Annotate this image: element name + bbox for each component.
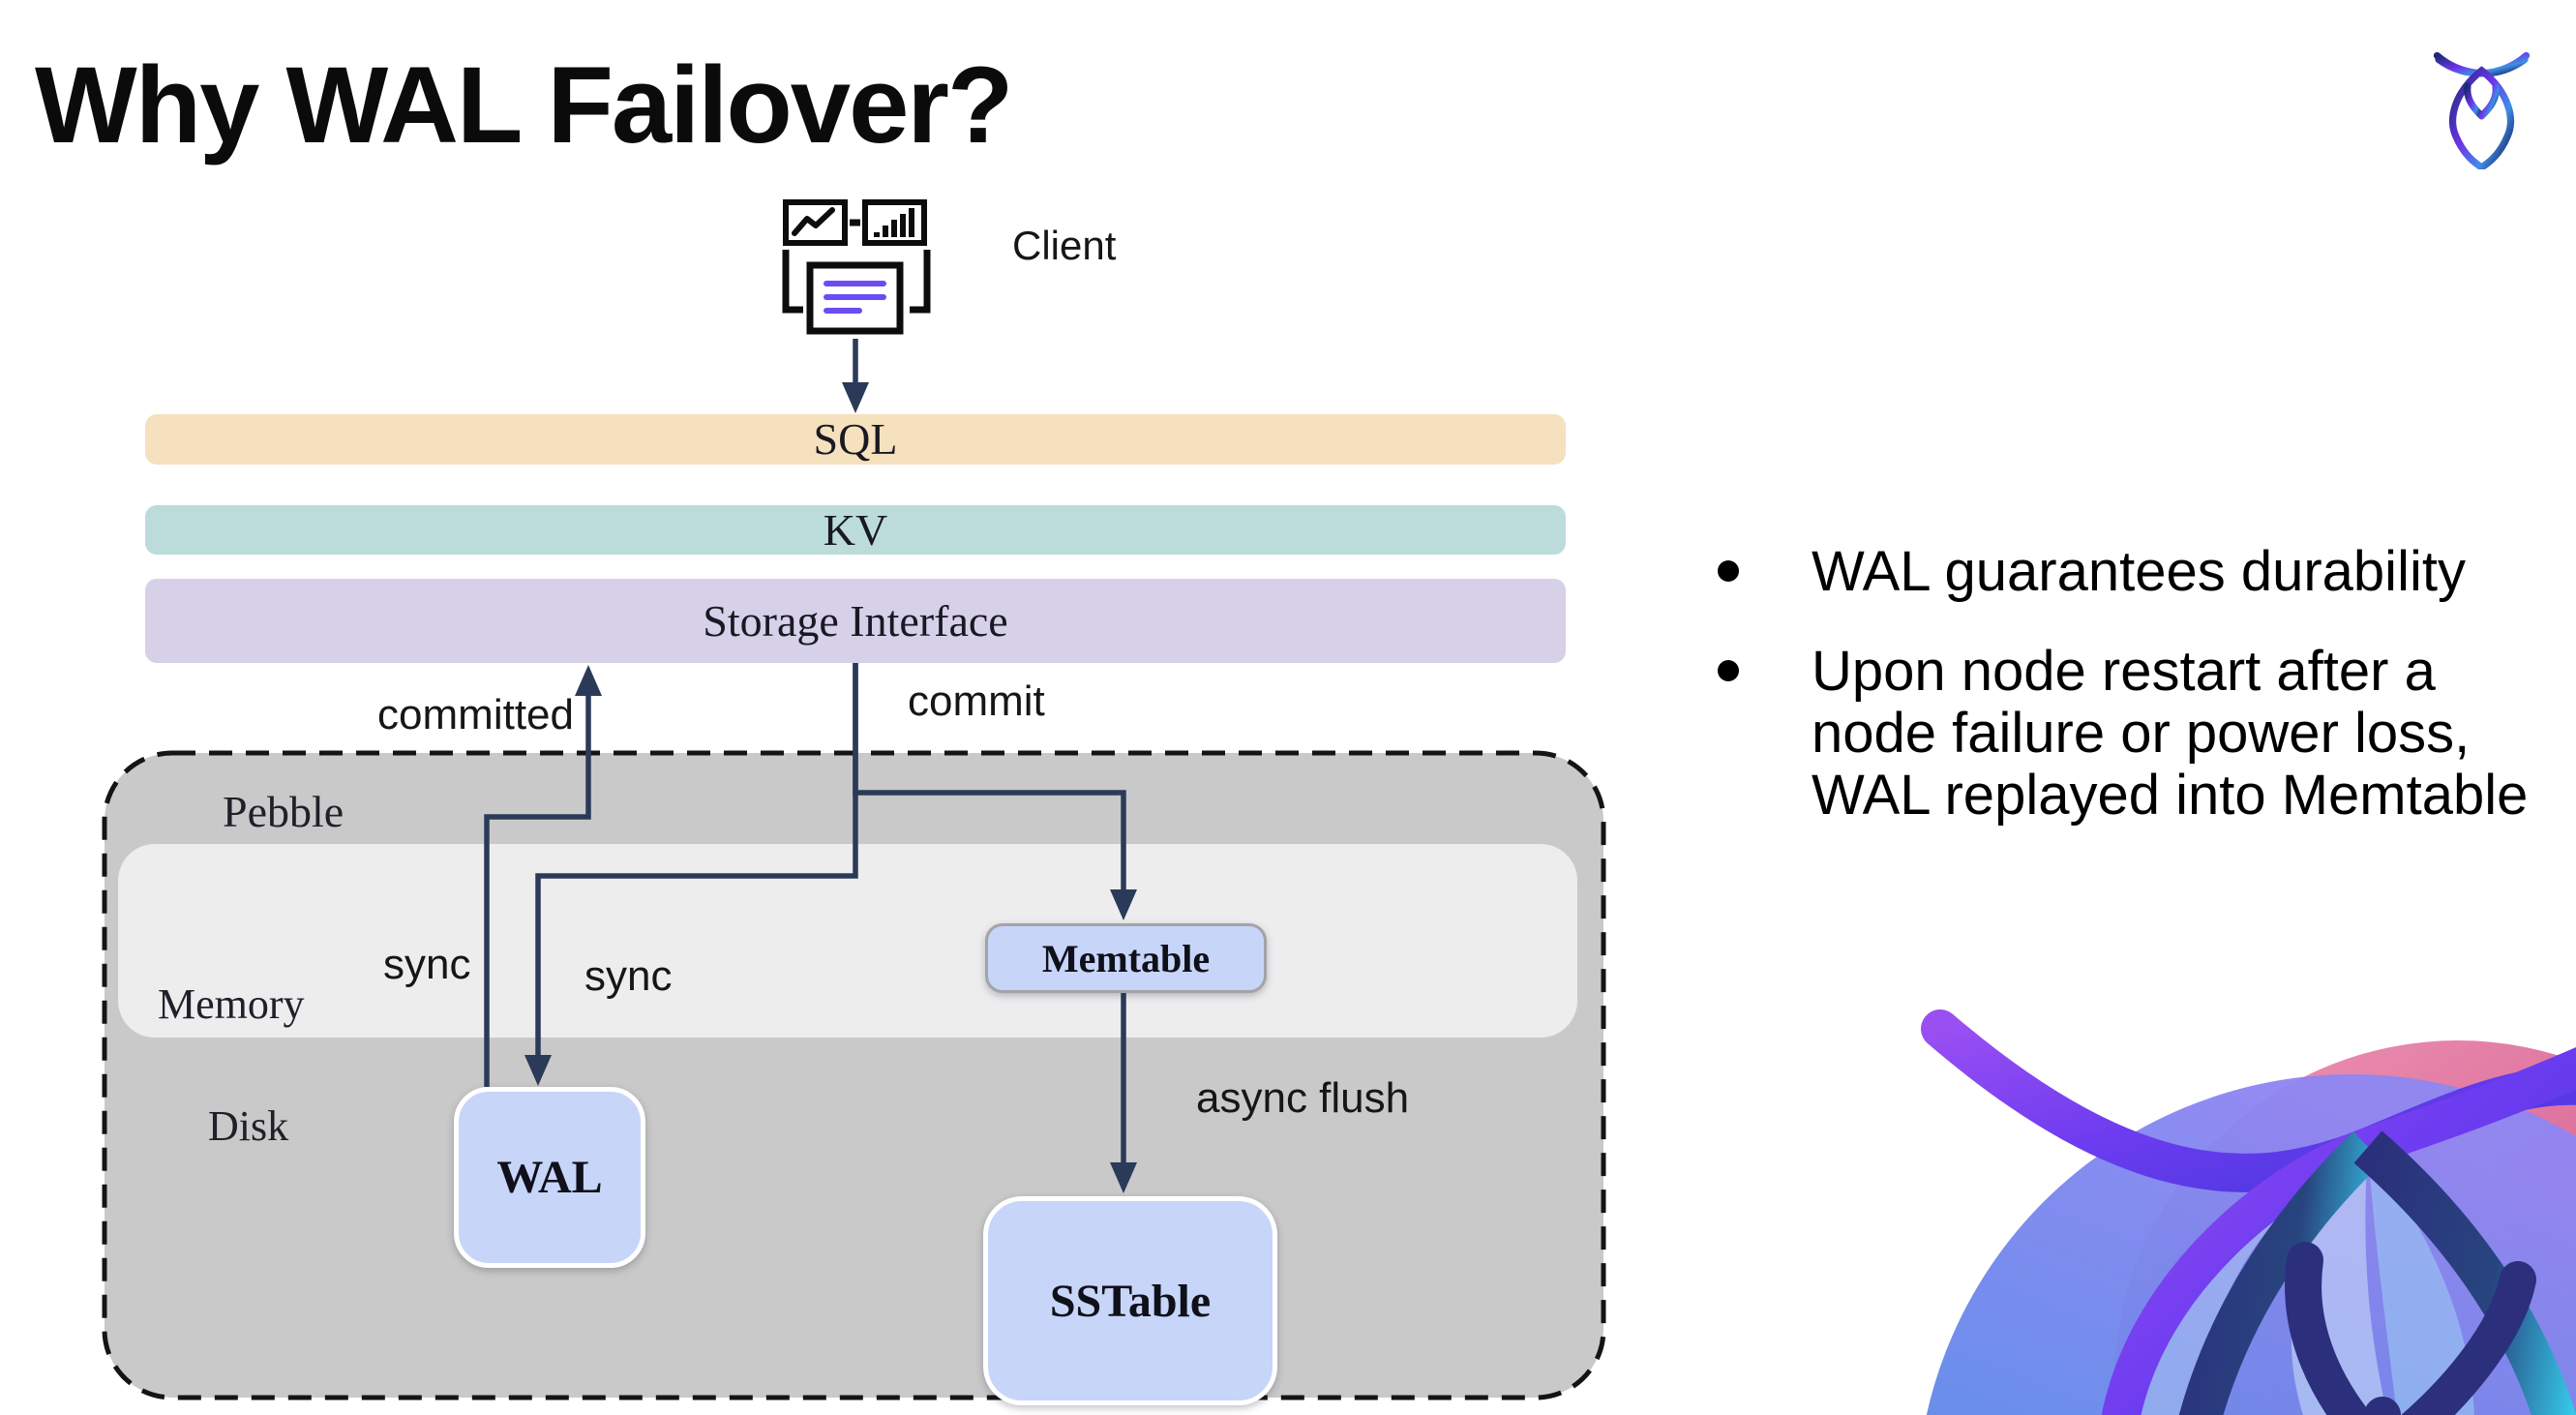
line-chart-icon xyxy=(783,199,848,246)
committed-edge-label: committed xyxy=(377,691,574,738)
bar-chart-icon xyxy=(862,199,927,246)
bullet-dot xyxy=(1718,660,1739,681)
memtable-node: Memtable xyxy=(985,923,1267,993)
brand-art-graphic xyxy=(1921,1009,2576,1415)
bullet-line: WAL replayed into Memtable xyxy=(1812,764,2529,827)
layer-bar-sql: SQL xyxy=(145,414,1566,465)
sync-right-edge-label: sync xyxy=(584,952,673,1000)
sstable-node: SSTable xyxy=(983,1196,1277,1405)
cockroachdb-logo-icon xyxy=(2433,51,2531,169)
bullet-dot xyxy=(1718,560,1739,582)
bullet-item-durability: WAL guarantees durability xyxy=(1718,541,2466,603)
bullet-line: WAL guarantees durability xyxy=(1812,540,2466,603)
layer-bar-storage-interface: Storage Interface xyxy=(145,579,1566,663)
layer-bar-kv: KV xyxy=(145,505,1566,555)
wal-node: WAL xyxy=(454,1087,645,1268)
memory-label: Memory xyxy=(158,980,305,1028)
client-icon xyxy=(782,199,931,335)
memory-band xyxy=(118,844,1577,1038)
bullet-line: node failure or power loss, xyxy=(1812,702,2471,765)
disk-label: Disk xyxy=(208,1102,289,1150)
async-flush-edge-label: async flush xyxy=(1196,1074,1410,1122)
bullet-line: Upon node restart after a xyxy=(1812,640,2436,703)
document-icon xyxy=(782,250,931,335)
pebble-label: Pebble xyxy=(223,787,344,836)
sync-left-edge-label: sync xyxy=(383,941,471,988)
client-label: Client xyxy=(1012,223,1117,268)
bullet-item-replay: Upon node restart after a node failure o… xyxy=(1718,641,2528,827)
page-title: Why WAL Failover? xyxy=(35,45,1013,166)
commit-edge-label: commit xyxy=(908,677,1045,725)
